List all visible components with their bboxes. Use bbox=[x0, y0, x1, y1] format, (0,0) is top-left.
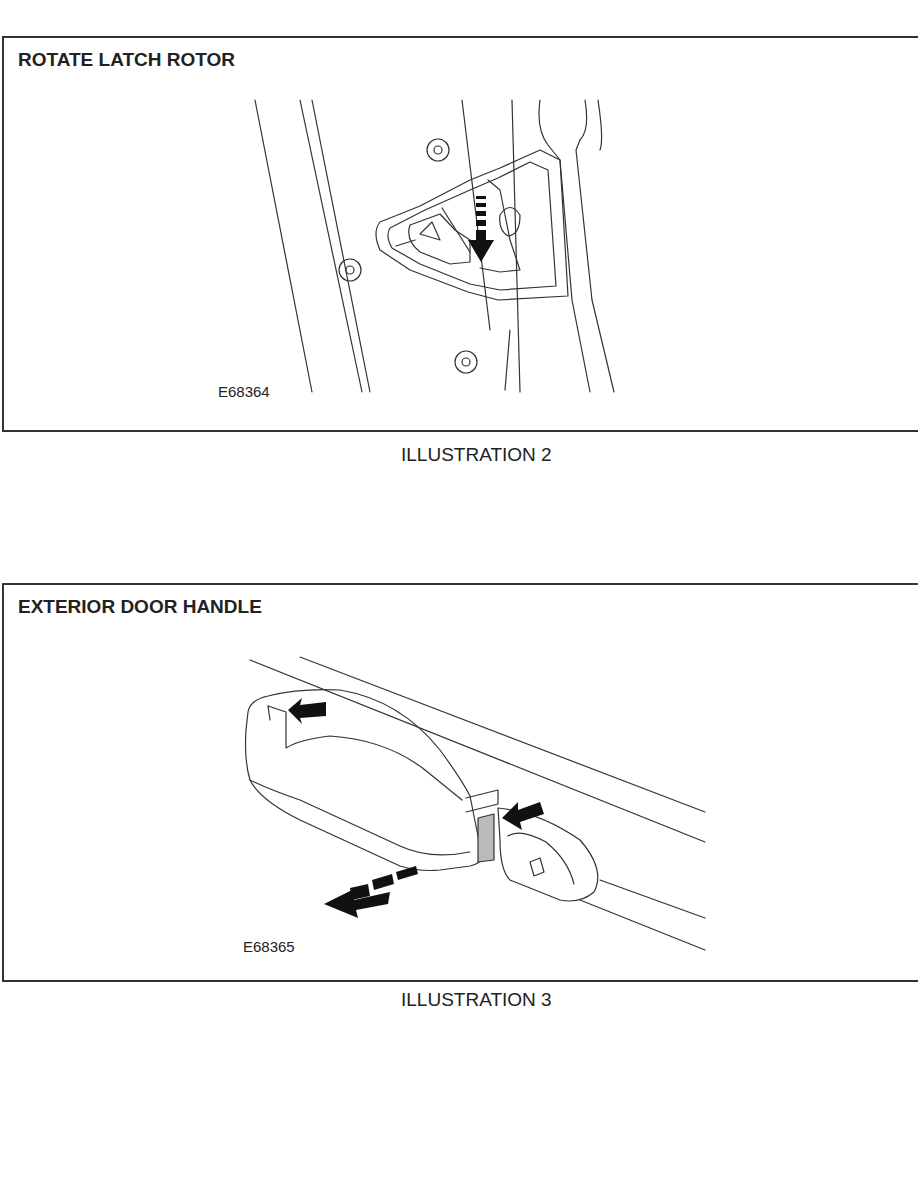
figure-panel: ROTATE LATCH ROTOR E68364 bbox=[2, 36, 918, 432]
panel-title: ROTATE LATCH ROTOR bbox=[18, 49, 235, 71]
figure-code: E68364 bbox=[218, 383, 270, 400]
illustration-caption: ILLUSTRATION 3 bbox=[401, 989, 552, 1011]
figure-panel: EXTERIOR DOOR HANDLE E68365 bbox=[2, 583, 918, 982]
illustration-caption: ILLUSTRATION 2 bbox=[401, 444, 552, 466]
panel-title: EXTERIOR DOOR HANDLE bbox=[18, 596, 262, 618]
figure-code: E68365 bbox=[243, 938, 295, 955]
